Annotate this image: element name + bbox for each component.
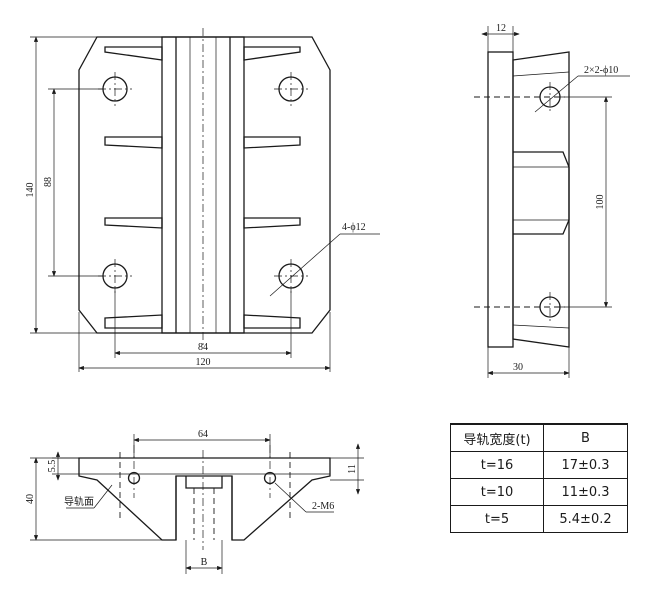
- bottom-view: 64 5.5 40 11 导轨面 2-M6 B: [25, 429, 364, 574]
- table-cell: t=10: [450, 478, 544, 506]
- front-view: 140 88 84 120 4-ϕ12: [25, 28, 380, 372]
- dim-side-bottom: 30: [513, 362, 523, 373]
- dim-width-total: 120: [196, 357, 211, 368]
- dim-bottom-spacing: 64: [198, 429, 208, 440]
- table-header-cell: 导轨宽度(t): [450, 423, 544, 452]
- dim-slot: B: [201, 557, 208, 568]
- spec-table: 导轨宽度(t) B t=16 17±0.3 t=10 11±0.3 t=5 5.…: [450, 423, 628, 533]
- dim-height-total: 140: [25, 183, 36, 198]
- dim-side-top: 12: [496, 23, 506, 34]
- dim-side-spacing: 100: [595, 195, 606, 210]
- thread-callout: 2-M6: [312, 501, 334, 512]
- table-row: t=10 11±0.3: [450, 478, 628, 506]
- table-header-cell: B: [543, 423, 628, 452]
- table-row: t=5 5.4±0.2: [450, 505, 628, 533]
- dim-hole-spacing-v: 88: [43, 177, 54, 187]
- table-cell: t=5: [450, 505, 544, 533]
- side-view: 12 2×2-ϕ10 100 30: [474, 23, 630, 378]
- table-cell: 5.4±0.2: [543, 505, 628, 533]
- hole-callout-front: 4-ϕ12: [342, 222, 366, 233]
- dim-bottom-height: 40: [25, 494, 36, 504]
- rail-face-label: 导轨面: [64, 495, 94, 508]
- table-cell: 17±0.3: [543, 451, 628, 479]
- hole-callout-side: 2×2-ϕ10: [584, 65, 618, 76]
- table-header-row: 导轨宽度(t) B: [450, 423, 628, 452]
- dim-flange: 5.5: [47, 460, 58, 473]
- table-cell: 11±0.3: [543, 478, 628, 506]
- dim-right: 11: [347, 464, 358, 474]
- dim-hole-spacing-h: 84: [198, 342, 208, 353]
- table-row: t=16 17±0.3: [450, 451, 628, 479]
- table-cell: t=16: [450, 451, 544, 479]
